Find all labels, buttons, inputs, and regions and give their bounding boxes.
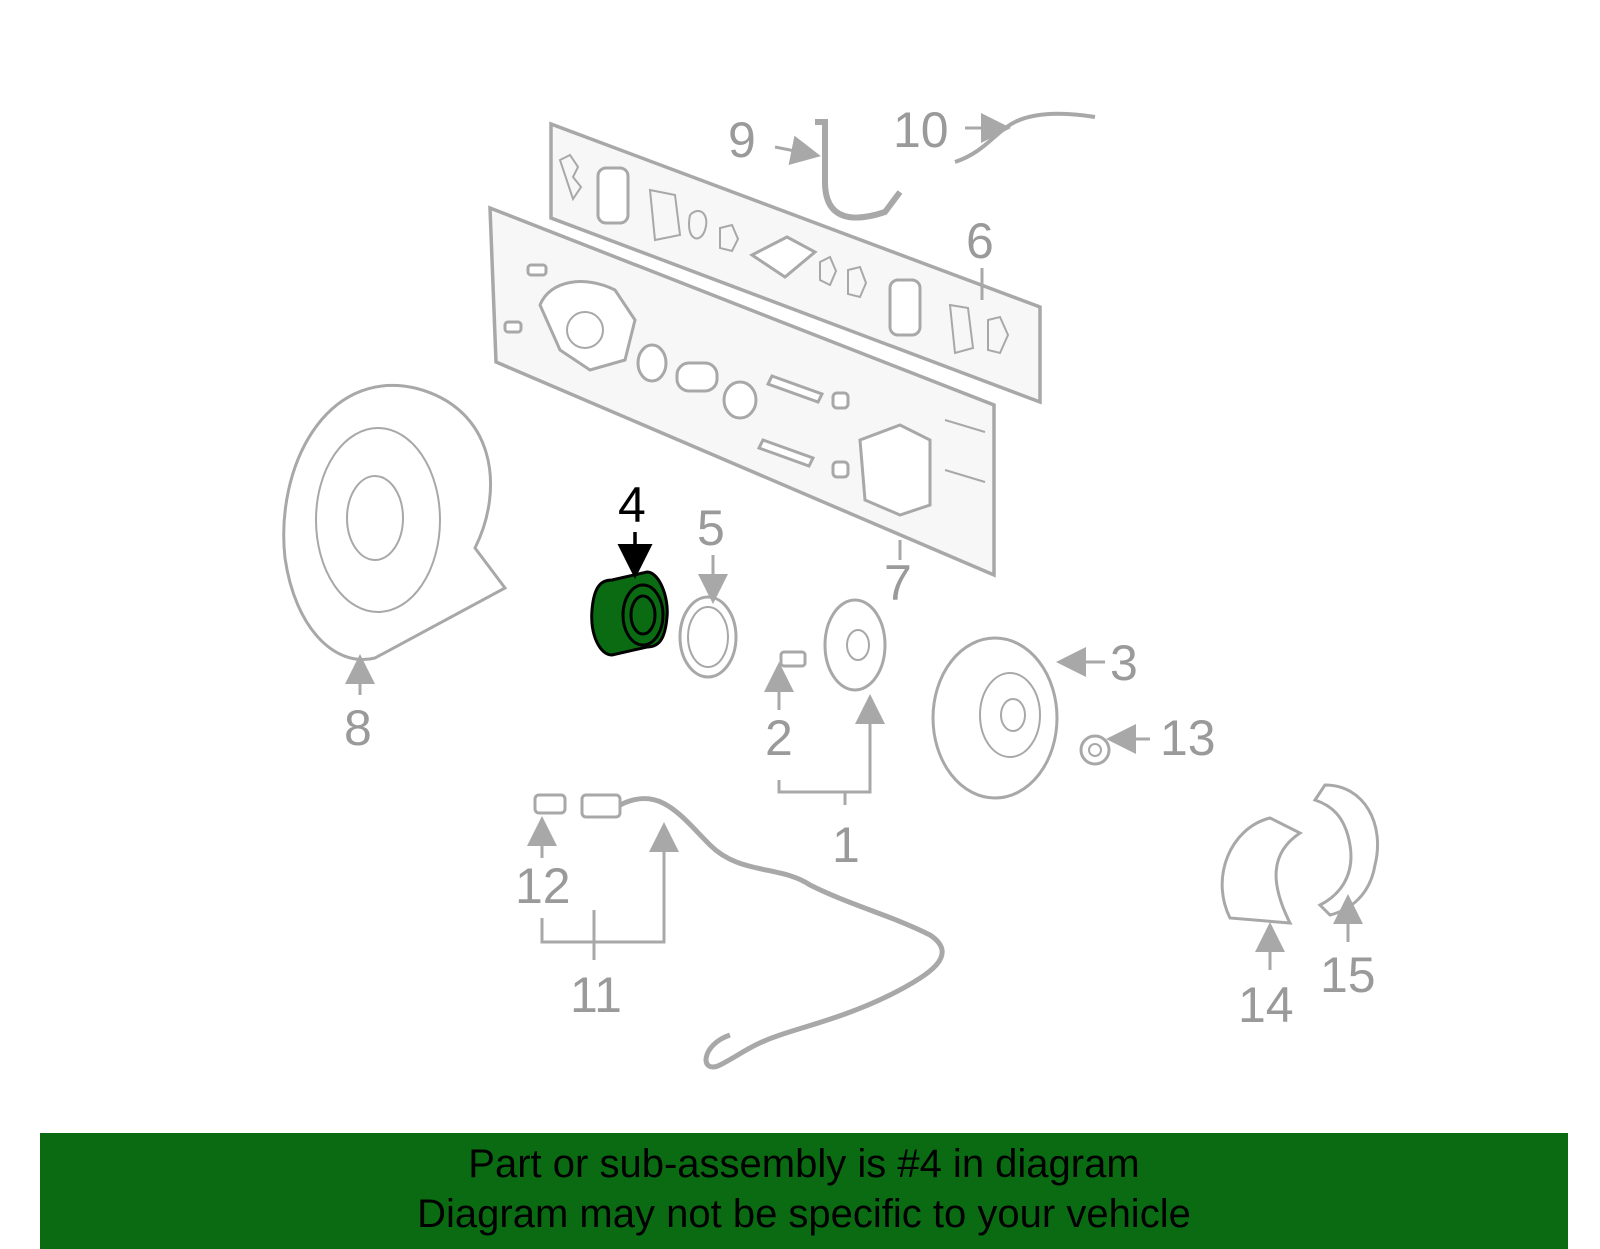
callout-15: 15 <box>1320 947 1376 1003</box>
callout-12: 12 <box>515 858 571 914</box>
info-banner: Part or sub-assembly is #4 in diagram Di… <box>40 1133 1568 1249</box>
banner-line-2: Diagram may not be specific to your vehi… <box>417 1192 1191 1236</box>
part-1-hub[interactable] <box>823 598 887 692</box>
part-2-wheel-stud[interactable] <box>779 650 807 668</box>
part-7-caliper-kit[interactable] <box>488 205 996 578</box>
part-3-brake-rotor[interactable] <box>931 636 1059 800</box>
part-6-pad-kit[interactable] <box>549 121 1042 405</box>
callout-14: 14 <box>1238 977 1294 1033</box>
callout-13: 13 <box>1160 710 1216 766</box>
part-10-sensor[interactable] <box>954 111 1096 164</box>
part-14-brake-shoe[interactable] <box>1220 816 1303 925</box>
part-5-snap-ring[interactable] <box>678 595 738 679</box>
part-15-brake-shoe[interactable] <box>1312 783 1380 917</box>
callout-10: 10 <box>893 102 949 158</box>
callout-8: 8 <box>344 700 372 756</box>
parts-diagram: 1 2 3 4 5 6 7 8 9 10 11 12 13 14 15 <box>282 102 1380 1070</box>
leader-lines <box>345 113 1363 970</box>
part-8-backing-plate[interactable] <box>282 384 508 661</box>
callout-4: 4 <box>618 477 646 533</box>
callout-1: 1 <box>832 817 860 873</box>
part-4-wheel-bearing[interactable] <box>590 570 669 657</box>
callout-9: 9 <box>728 112 756 168</box>
part-11-abs-harness[interactable] <box>533 793 945 1070</box>
callout-11: 11 <box>570 967 622 1023</box>
callout-7: 7 <box>884 555 912 611</box>
part-9-brake-hose[interactable] <box>815 119 903 221</box>
banner-line-1: Part or sub-assembly is #4 in diagram <box>468 1142 1140 1186</box>
callout-6: 6 <box>966 213 994 269</box>
callout-2: 2 <box>765 710 793 766</box>
callout-3: 3 <box>1110 635 1138 691</box>
part-13-hub-nut[interactable] <box>1079 734 1111 766</box>
callout-5: 5 <box>697 500 725 556</box>
callout-numbers: 1 2 3 4 5 6 7 8 9 10 11 12 13 14 15 <box>344 102 1376 1033</box>
